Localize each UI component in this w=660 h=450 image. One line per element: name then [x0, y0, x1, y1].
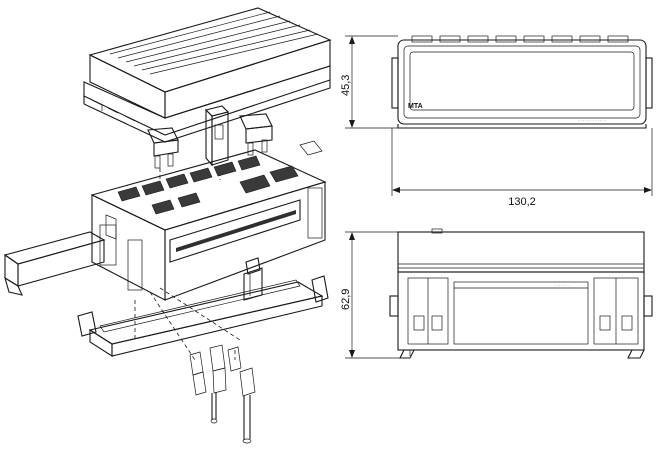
brand-logo: MTA: [408, 103, 423, 110]
width-label: 130,2: [508, 196, 536, 208]
height-top-label: 45,3: [340, 75, 352, 96]
height-side-label: 62,9: [340, 289, 352, 310]
blade-fuses: [147, 105, 273, 169]
yellow-clip: [243, 257, 263, 301]
exploded-view: [3, 7, 332, 444]
dimension-height-side: 62,9: [340, 231, 400, 359]
crimp-terminals: [189, 344, 256, 444]
relay-housing: [90, 140, 327, 301]
dimension-height-top: 45,3: [340, 35, 398, 129]
top-view: MTA · · · · · · · · · · · ·: [391, 35, 653, 129]
base-tray: [77, 275, 329, 358]
svg-text:· · · · · · ·: · · · · · · ·: [554, 283, 570, 288]
dimension-width: 130,2: [391, 128, 653, 208]
clear-cover: [83, 7, 332, 143]
svg-text:· · · · · · · · · · · ·: · · · · · · · · · · · ·: [578, 118, 606, 123]
side-view: · · · · · · ·: [389, 228, 653, 359]
yellow-locking-bar: [3, 231, 106, 296]
